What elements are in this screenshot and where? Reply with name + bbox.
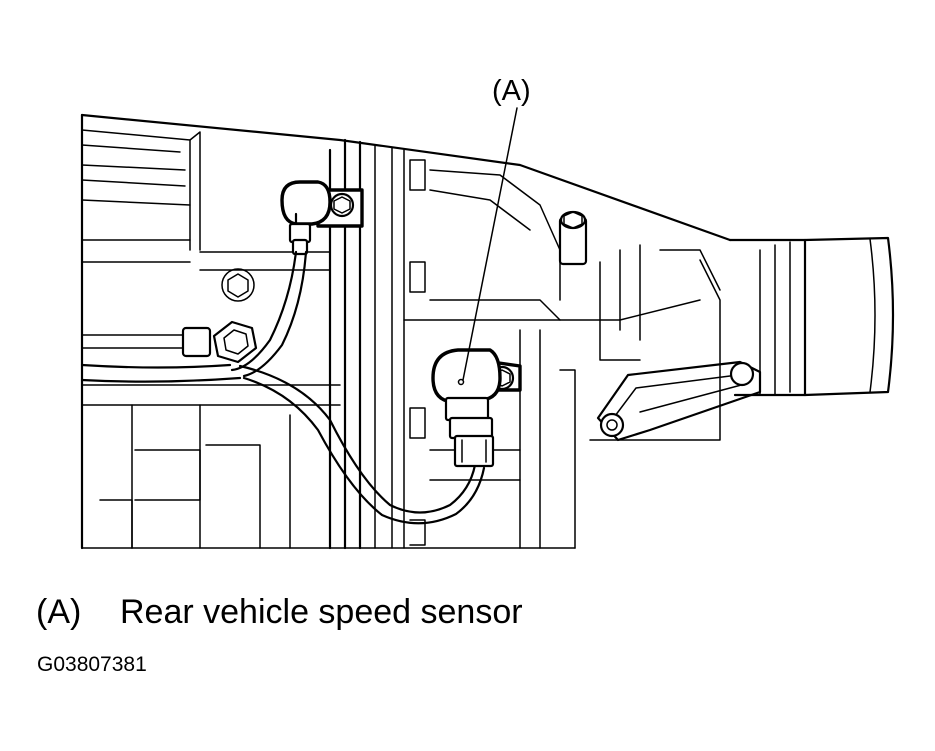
output-shaft-housing xyxy=(728,236,895,397)
wiring-harness xyxy=(80,250,486,525)
callout-leader-line xyxy=(462,107,518,381)
callout-label: (A) xyxy=(492,75,531,107)
legend-label: Rear vehicle speed sensor xyxy=(120,593,523,631)
figure-id: G03807381 xyxy=(37,653,147,676)
callout-a: (A) xyxy=(462,75,531,381)
rear-speed-sensor xyxy=(431,348,522,468)
mounting-bracket xyxy=(596,360,762,442)
legend-key: (A) xyxy=(36,593,82,631)
harness-clip xyxy=(81,320,258,364)
transmission-diagram: (A) xyxy=(80,75,895,550)
transmission-housing xyxy=(80,113,732,550)
legend-entry: (A) Rear vehicle speed sensor xyxy=(36,590,523,634)
front-sensor xyxy=(280,180,364,256)
